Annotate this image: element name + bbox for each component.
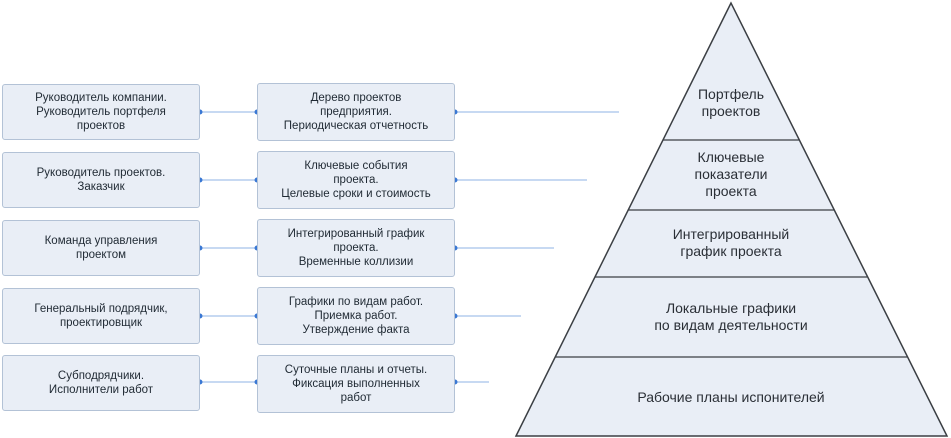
role-box-3: Команда управления проектом: [2, 220, 200, 276]
deliverable-box-2: Ключевые события проекта. Целевые сроки …: [257, 151, 455, 209]
deliverable-box-1: Дерево проектов предприятия. Периодическ…: [257, 83, 455, 141]
pyramid-level-1-label: Портфель проектов: [697, 86, 765, 119]
pyramid-level-5-label: Рабочие планы испонителей: [637, 389, 825, 405]
deliverable-box-5: Суточные планы и отчеты. Фиксация выполн…: [257, 355, 455, 413]
role-box-5: Субподрядчики. Исполнители работ: [2, 355, 200, 411]
deliverable-box-3: Интегрированный график проекта. Временны…: [257, 219, 455, 277]
pyramid-level-4-label: Локальные графики по видам деятельности: [654, 300, 808, 333]
pyramid-level-2-label: Ключевые показатели проекта: [694, 149, 768, 199]
role-box-4: Генеральный подрядчик, проектировщик: [2, 288, 200, 344]
role-box-2: Руководитель проектов. Заказчик: [2, 152, 200, 208]
pyramid-level-3-label: Интегрированный график проекта: [672, 226, 790, 259]
role-box-1: Руководитель компании. Руководитель порт…: [2, 84, 200, 140]
pyramid-outline: [514, 1, 949, 437]
deliverable-box-4: Графики по видам работ. Приемка работ. У…: [257, 287, 455, 345]
